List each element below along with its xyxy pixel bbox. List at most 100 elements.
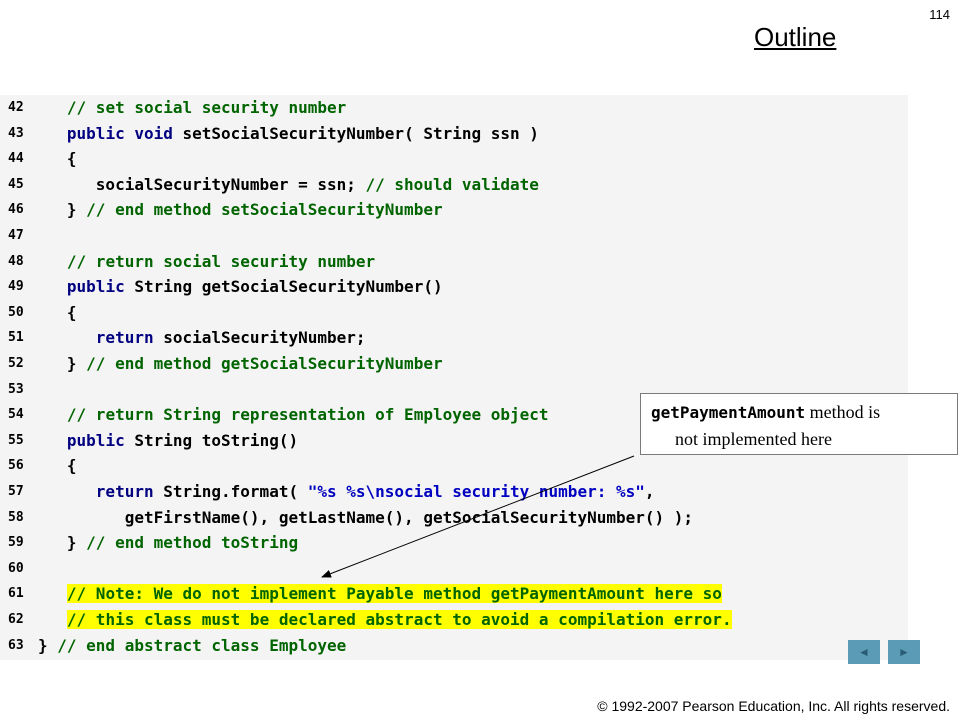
code-text: socialSecurityNumber = ssn; // should va… [38,172,539,198]
code-line: 52 } // end method getSocialSecurityNumb… [0,351,908,377]
code-segment: { [38,456,77,476]
code-line: 59 } // end method toString [0,530,908,556]
code-segment: socialSecurityNumber; [153,328,366,348]
code-text: } // end abstract class Employee [38,633,346,659]
line-number: 60 [8,560,24,576]
outline-link[interactable]: Outline [754,22,837,52]
code-segment: { [38,302,77,322]
code-segment: // end abstract class Employee [57,635,347,655]
line-number: 63 [8,637,24,653]
code-segment: public void [66,123,173,143]
line-number: 52 [8,356,24,371]
code-segment: // return social security number [66,251,376,271]
code-line: 44 { [0,146,908,172]
code-segment [38,405,67,424]
line-number: 54 [8,407,24,423]
code-text: { [38,453,77,479]
code-segment [38,431,67,450]
code-text: // this class must be declared abstract … [38,607,732,633]
line-number: 49 [8,279,24,295]
code-line: 49 public String getSocialSecurityNumber… [0,274,908,300]
code-text: public String getSocialSecurityNumber() [38,274,443,300]
code-line: 62 // this class must be declared abstra… [0,607,908,633]
callout-code-name: getPaymentAmount [651,403,806,422]
code-segment: // end method toString [86,533,299,553]
code-text: // Note: We do not implement Payable met… [38,581,722,607]
code-segment: } [38,635,58,655]
code-segment: // Note: We do not implement Payable met… [66,584,722,604]
line-number: 57 [8,484,24,499]
code-segment: // end method setSocialSecurityNumber [86,200,443,220]
code-line: 58 getFirstName(), getLastName(), getSoc… [0,505,908,531]
code-text: public String toString() [38,428,298,454]
code-line: 57 return String.format( "%s %s\nsocial … [0,479,908,505]
line-number: 53 [8,381,24,397]
copyright-text: © 1992-2007 Pearson Education, Inc. All … [597,698,950,714]
code-segment [38,252,67,271]
line-number: 62 [8,612,24,627]
code-segment: // end method getSocialSecurityNumber [86,354,443,373]
code-text: return String.format( "%s %s\nsocial sec… [38,479,655,505]
code-segment [38,328,96,347]
code-line: 61 // Note: We do not implement Payable … [0,581,908,607]
code-panel: 42 // set social security number 43 publi… [0,95,908,660]
code-segment [38,124,67,143]
code-line: 48 // return social security number [0,249,908,275]
code-segment: "%s %s\nsocial security number: %s" [307,482,645,501]
code-text: getFirstName(), getLastName(), getSocial… [38,505,693,531]
code-segment [38,277,67,296]
code-text: // return String representation of Emplo… [38,402,549,428]
line-number: 46 [8,202,24,218]
code-segment: String getSocialSecurityNumber() [124,277,443,297]
code-segment: // this class must be declared abstract … [66,610,732,629]
code-segment [38,482,96,501]
code-segment: // return String representation of Emplo… [66,405,549,425]
code-segment [38,98,67,117]
line-number: 47 [8,228,24,243]
code-segment: { [38,149,77,169]
callout-line-2: not implemented here [675,429,832,449]
code-text: public void setSocialSecurityNumber( Str… [38,121,539,147]
line-number: 55 [8,432,24,448]
prev-slide-button[interactable]: ◄ [848,640,880,664]
code-segment: return [95,482,154,501]
code-segment: String toString() [124,430,299,450]
code-segment [38,610,67,629]
code-segment: getFirstName(), getLastName(), getSocial… [38,507,694,527]
page-number: 114 [929,7,950,22]
code-line: 54 // return String representation of Em… [0,402,908,428]
line-number: 43 [8,125,24,141]
code-text: { [38,146,77,172]
code-text: return socialSecurityNumber; [38,325,366,351]
line-number: 61 [8,586,24,602]
line-number: 59 [8,535,24,551]
code-segment: public [66,277,125,297]
line-number: 45 [8,176,24,192]
next-slide-button[interactable]: ► [888,640,920,664]
line-number: 42 [8,100,24,115]
callout-box: getPaymentAmount method is not implement… [640,393,958,455]
code-text: // return social security number [38,249,375,275]
code-line: 47 [0,223,908,249]
line-number: 48 [8,253,24,269]
code-line: 50 { [0,300,908,326]
line-number: 44 [8,151,24,167]
code-segment: public [66,430,125,450]
code-line: 51 return socialSecurityNumber; [0,325,908,351]
callout-line-1: getPaymentAmount method is [651,399,949,426]
callout-text-1: method is [805,402,881,422]
code-text: } // end method toString [38,530,298,556]
code-segment: , [644,482,655,501]
code-segment: // set social security number [66,98,347,117]
code-line: 56 { [0,453,908,479]
code-segment: String.format( [153,482,308,501]
code-segment: } [38,533,87,553]
line-number: 56 [8,458,24,474]
code-line: 55 public String toString() [0,428,908,454]
code-text: { [38,300,77,326]
code-segment: // should validate [365,174,539,194]
code-line: 45 socialSecurityNumber = ssn; // should… [0,172,908,198]
code-text: } // end method setSocialSecurityNumber [38,197,443,223]
code-segment: } [38,354,87,373]
line-number: 50 [8,304,24,320]
